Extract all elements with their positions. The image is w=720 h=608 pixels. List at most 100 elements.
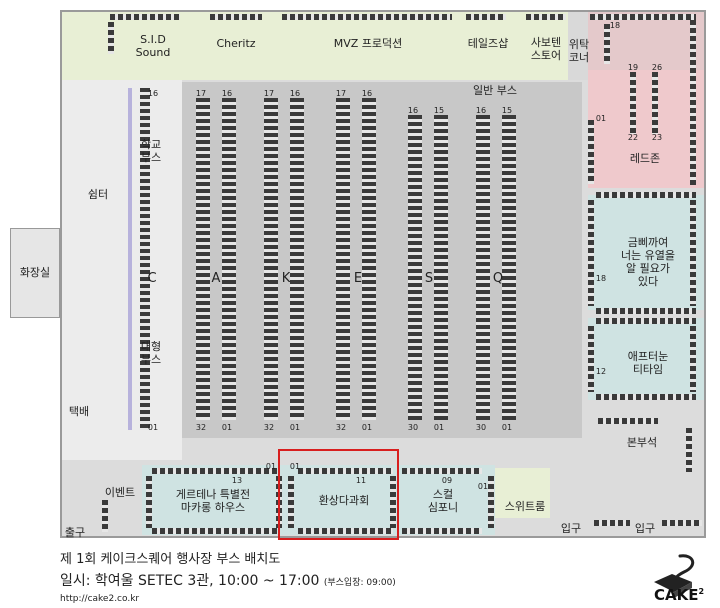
- cake-logo-text: CAKE2: [654, 586, 704, 604]
- booth-row: [590, 14, 696, 20]
- row-letter-c: C: [147, 271, 157, 286]
- booth-row: [596, 394, 696, 400]
- hwansang-label: 환상다과회: [318, 494, 370, 507]
- general-booth-area: [182, 82, 582, 438]
- booth-label-wit: 위탁 코너: [568, 38, 590, 64]
- booth-row: [110, 14, 180, 20]
- booth-number: 32: [335, 423, 347, 432]
- suite-zone: [495, 468, 550, 518]
- booth-number: 32: [195, 423, 207, 432]
- booth-strip: [390, 476, 396, 528]
- large-booth-label: 대형 부스: [140, 340, 162, 366]
- booth-strip: [686, 428, 692, 472]
- booth-row: [210, 14, 262, 20]
- gerte-label: 게르테나 특별전 마카롱 하우스: [175, 488, 251, 514]
- row-s-left-booths: [408, 115, 422, 420]
- row-a-left-booths: [196, 98, 210, 420]
- booth-number: 11: [355, 476, 367, 485]
- gerte-zone: [142, 465, 282, 535]
- booth-number: 30: [407, 423, 419, 432]
- red-zone: [588, 70, 704, 188]
- logo-word: CAKE: [654, 586, 699, 604]
- booth-strip: [690, 20, 696, 185]
- cake-logo-icon: [654, 554, 695, 598]
- booth-number: 13: [231, 476, 243, 485]
- blue-zone-2: [588, 318, 704, 400]
- booth-strip: [604, 24, 610, 64]
- booth-row: [152, 468, 277, 474]
- booth-row: [282, 14, 452, 20]
- booth-number: 01: [265, 462, 277, 471]
- booth-label-cheritz: Cheritz: [216, 37, 256, 50]
- booth-row: [298, 528, 393, 534]
- booth-number: 16: [475, 106, 487, 115]
- top-booth-zone: [62, 12, 582, 80]
- toilet-room: [10, 228, 60, 318]
- booth-row: [596, 192, 696, 198]
- row-e-right-booths: [362, 98, 376, 420]
- booth-row: [662, 520, 702, 526]
- booth-number: 01: [477, 482, 489, 491]
- blue-zone-1-label: 금삐까여 너는 유열을 알 필요가 있다: [620, 236, 676, 288]
- map-title: 제 1회 케이크스퀘어 행사장 부스 배치도: [60, 552, 281, 567]
- booth-number: 17: [263, 89, 275, 98]
- row-e-left-booths: [336, 98, 350, 420]
- booth-number: 01: [289, 423, 301, 432]
- booth-strip: [588, 200, 594, 306]
- exit-label: 출구: [64, 526, 86, 539]
- booth-number: 16: [221, 89, 233, 98]
- shelter-label: 쉼터: [87, 188, 109, 201]
- row-q-right-booths: [502, 115, 516, 420]
- red-zone-label: 레드존: [629, 152, 661, 165]
- booth-strip: [690, 326, 696, 392]
- booth-row: [152, 528, 277, 534]
- booth-row: [594, 520, 630, 526]
- booth-number: 30: [475, 423, 487, 432]
- main-booth-label: 본부석: [626, 436, 658, 449]
- booth-row: [596, 318, 696, 324]
- booth-label-mvz: MVZ 프로덕션: [333, 37, 403, 50]
- booth-row: [298, 468, 393, 474]
- entrance-2-label: 입구: [634, 522, 656, 535]
- row-k-right-booths: [290, 98, 304, 420]
- booth-strip: [108, 22, 114, 54]
- booth-number: 01: [433, 423, 445, 432]
- booth-strip: [630, 72, 636, 134]
- logo-superscript: 2: [698, 587, 705, 596]
- booth-number: 16: [147, 89, 159, 98]
- blue-zone-2-label: 애프터눈 티타임: [627, 350, 669, 376]
- booth-number: 01: [221, 423, 233, 432]
- general-booth-label: 일반 부스: [473, 84, 517, 97]
- event-entry-time: (부스입장: 09:00): [323, 578, 396, 588]
- booth-strip: [588, 120, 594, 184]
- booth-strip: [652, 72, 658, 134]
- booth-number: 09: [441, 476, 453, 485]
- booth-row: [526, 14, 566, 20]
- row-letter-e: E: [353, 271, 363, 286]
- booth-number: 18: [595, 274, 607, 283]
- row-letter-q: Q: [492, 271, 504, 286]
- hwansang-zone: [282, 465, 397, 535]
- row-letter-a: A: [211, 271, 221, 286]
- row-q-left-booths: [476, 115, 490, 420]
- website-link[interactable]: http://cake2.co.kr: [60, 594, 140, 604]
- cake-logo: CAKE2: [648, 552, 708, 604]
- event-info: 일시: 학여울 SETEC 3관, 10:00 ~ 17:00 (부스입장: 0…: [60, 570, 396, 590]
- booth-number: 22: [627, 133, 639, 142]
- booth-number: 16: [289, 89, 301, 98]
- event-label: 이벤트: [104, 486, 136, 499]
- booth-number: 16: [407, 106, 419, 115]
- booth-row: [466, 14, 506, 20]
- booth-number: 17: [335, 89, 347, 98]
- booth-strip: [690, 200, 696, 306]
- booth-number: 12: [595, 367, 607, 376]
- booth-label-tales: 테일즈샵: [467, 37, 509, 50]
- squirrel-label: 스컬 심포니: [427, 488, 459, 514]
- squirrel-zone: [397, 465, 495, 535]
- booth-number: 15: [501, 106, 513, 115]
- row-letter-k: K: [281, 271, 291, 286]
- delivery-label: 택배: [68, 405, 90, 418]
- booth-label-sid: S.I.D Sound: [135, 33, 171, 59]
- school-booth-strip: [128, 88, 132, 430]
- booth-strip: [146, 476, 152, 528]
